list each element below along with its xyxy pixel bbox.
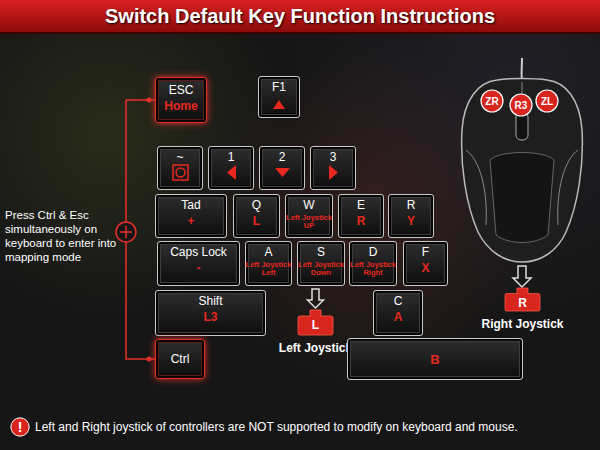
- bracket-dot: [147, 98, 152, 103]
- function-label: Left Joystick Down: [295, 261, 347, 277]
- bracket-line: [126, 100, 155, 359]
- badge-circle: [481, 90, 503, 112]
- key-cap: CA: [373, 290, 423, 336]
- key-label: ~: [176, 151, 183, 164]
- title-banner: Switch Default Key Function Instructions: [0, 0, 600, 34]
- function-label: Home: [164, 99, 197, 113]
- joystick-icon: RRight Joystick: [505, 288, 540, 311]
- badge-circle: [510, 94, 532, 116]
- function-label: A: [394, 310, 403, 324]
- key-label: R: [407, 199, 416, 212]
- key-label: W: [303, 199, 314, 212]
- key-label: ZL: [541, 95, 553, 108]
- key-cap: FX: [403, 241, 448, 286]
- key-label: S: [317, 246, 325, 259]
- key-label: Shift: [198, 295, 222, 308]
- key-label: L: [298, 318, 333, 333]
- key-cap: RY: [388, 194, 434, 238]
- key-label: E: [357, 199, 365, 212]
- key-cap: 3: [310, 146, 356, 190]
- function-label: Left Joystick: [279, 341, 352, 355]
- badge-circle: [536, 90, 558, 112]
- function-label: Right Joystick: [481, 317, 563, 331]
- plus-symbol: [120, 226, 132, 238]
- key-label: Q: [252, 199, 261, 212]
- key-label: Caps Lock: [170, 246, 227, 259]
- mouse-wing: [466, 150, 486, 225]
- hollow-arrow-connector: [308, 289, 324, 308]
- function-label: X: [421, 261, 429, 275]
- badge-circle: [11, 418, 29, 436]
- function-label: Y: [407, 214, 415, 228]
- function-label: -: [197, 261, 201, 275]
- key-label: 1: [228, 151, 235, 164]
- joystick-icon: LLeft Joystick: [298, 310, 333, 335]
- function-label: Left Joystick Right: [347, 261, 399, 277]
- key-label: C: [394, 295, 403, 308]
- key-cap: Caps Lock -: [157, 241, 240, 286]
- key-label: B: [430, 353, 439, 366]
- button-badge: ZL: [535, 89, 559, 113]
- key-cap: F1: [258, 76, 300, 118]
- key-cap: B: [347, 338, 523, 380]
- key-cap: A Left Joystick Left: [245, 241, 292, 286]
- mouse-body: [462, 79, 583, 263]
- mouse-cable: [521, 58, 523, 80]
- joystick-shape: [505, 288, 540, 311]
- key-cap: Ctrl: [155, 339, 205, 379]
- key-label: ZR: [485, 95, 498, 108]
- function-label: Left Joystick Left: [243, 261, 294, 277]
- key-cap: Tad +: [155, 194, 227, 238]
- key-label: D: [369, 246, 378, 259]
- key-label: A: [264, 246, 272, 259]
- key-cap: S Left Joystick Down: [297, 241, 345, 286]
- bracket-connector: [126, 100, 155, 359]
- key-label: 2: [279, 151, 286, 164]
- key-cap: W Left Joystick UP: [285, 194, 333, 238]
- bracket-dot: [147, 357, 152, 362]
- function-label: +: [187, 214, 194, 228]
- function-label: Left Joystick UP: [283, 214, 335, 230]
- key-label: F1: [272, 81, 286, 94]
- button-badge: R3: [509, 93, 533, 117]
- plus-symbol: [116, 222, 136, 242]
- key-cap: 1: [208, 146, 254, 190]
- function-label: L3: [203, 310, 217, 324]
- key-cap: ESC Home: [155, 77, 207, 123]
- key-label: 3: [330, 151, 337, 164]
- warning-note: Left and Right joystick of controllers a…: [35, 420, 518, 434]
- key-label: F: [422, 246, 429, 259]
- mouse-wing: [558, 150, 578, 225]
- key-cap: ER: [338, 194, 384, 238]
- key-label: R: [505, 296, 540, 311]
- mouse-palm: [490, 153, 554, 243]
- button-badge: !: [10, 417, 30, 437]
- key-label: ESC: [169, 84, 194, 97]
- instruction-note: Press Ctrl & Esc simultaneously on keybo…: [5, 208, 121, 264]
- key-label: Ctrl: [171, 353, 190, 366]
- key-label: !: [18, 421, 23, 434]
- key-cap: QL: [233, 194, 280, 238]
- function-label: L: [253, 214, 260, 228]
- button-badge: ZR: [480, 89, 504, 113]
- joystick-shape: [298, 310, 333, 335]
- key-label: R3: [515, 99, 528, 112]
- title-text: Switch Default Key Function Instructions: [105, 5, 495, 27]
- key-label: Tad: [181, 199, 200, 212]
- key-cap: ShiftL3: [155, 290, 266, 336]
- key-cap: D Left Joystick Right: [349, 241, 397, 286]
- function-label: R: [357, 214, 366, 228]
- down-arrow: [513, 266, 531, 287]
